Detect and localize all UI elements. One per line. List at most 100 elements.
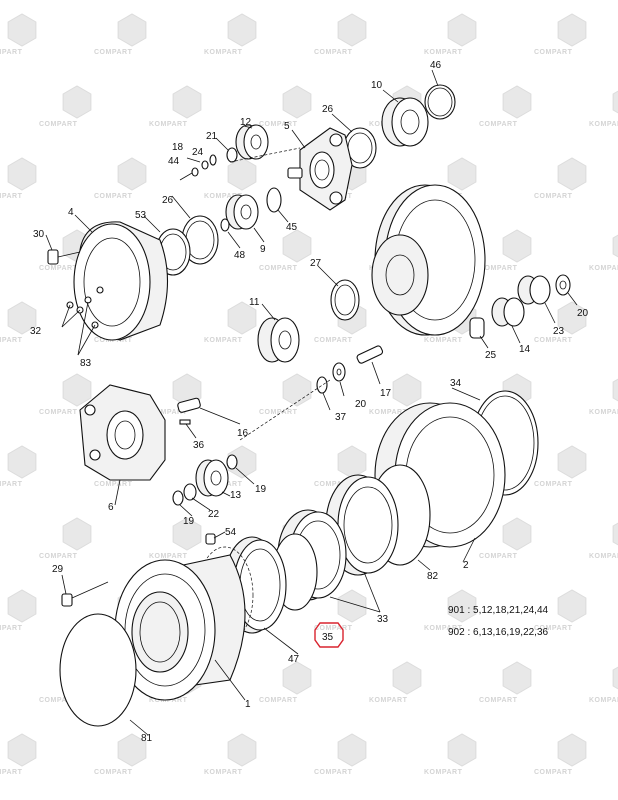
label-81: 81 (141, 733, 153, 744)
watermark-tile: KOMPART (369, 661, 422, 704)
label-29: 29 (52, 564, 64, 575)
svg-text:COMPART: COMPART (314, 625, 353, 632)
label-12: 12 (240, 117, 252, 128)
label-37: 37 (335, 412, 347, 423)
watermark-tile: COMPART (534, 445, 587, 488)
label-26: 26 (322, 104, 334, 115)
watermark-tile: COMPART (479, 661, 532, 704)
svg-text:COMPART: COMPART (259, 697, 298, 704)
part-22-bearing (183, 483, 197, 501)
part-6-carrier (79, 384, 166, 481)
watermark-tile: COMPART (534, 589, 587, 632)
svg-text:COMPART: COMPART (479, 697, 518, 704)
svg-text:COMPART: COMPART (39, 265, 78, 272)
label-18: 18 (172, 142, 184, 153)
label-53: 53 (135, 210, 147, 221)
svg-text:KOMPART: KOMPART (0, 625, 23, 632)
part-20-washer-b (332, 362, 346, 382)
svg-text:KOMPART: KOMPART (589, 553, 618, 560)
watermark-tile: KOMPART (204, 301, 257, 344)
svg-text:KOMPART: KOMPART (204, 337, 243, 344)
note-902: 902 : 6,13,16,19,22,36 (448, 627, 549, 638)
label-19: 19 (255, 484, 267, 495)
svg-text:COMPART: COMPART (39, 409, 78, 416)
watermark-tile: KOMPART (0, 301, 37, 344)
svg-text:KOMPART: KOMPART (424, 337, 463, 344)
watermark-tile: COMPART (39, 85, 92, 128)
svg-text:COMPART: COMPART (39, 121, 78, 128)
label-44: 44 (168, 156, 180, 167)
svg-text:KOMPART: KOMPART (0, 769, 23, 776)
svg-text:COMPART: COMPART (314, 769, 353, 776)
svg-text:COMPART: COMPART (534, 49, 573, 56)
label-54: 54 (225, 527, 237, 538)
label-5: 5 (284, 121, 290, 132)
part-19-ring-a (226, 454, 238, 470)
label-83: 83 (80, 358, 92, 369)
svg-text:COMPART: COMPART (479, 553, 518, 560)
label-30: 30 (33, 229, 45, 240)
label-20b: 20 (355, 399, 367, 410)
svg-text:COMPART: COMPART (534, 481, 573, 488)
svg-text:KOMPART: KOMPART (204, 49, 243, 56)
watermark-tile: COMPART (94, 157, 147, 200)
svg-text:COMPART: COMPART (94, 49, 133, 56)
svg-text:KOMPART: KOMPART (369, 409, 408, 416)
part-19-ring-b (172, 490, 184, 506)
label-26b: 26 (162, 195, 174, 206)
label-16: 16 (237, 428, 249, 439)
label-33: 33 (377, 614, 389, 625)
label-48: 48 (234, 250, 246, 261)
label-10: 10 (371, 80, 383, 91)
part-5-carrier (287, 127, 353, 211)
watermark-tile: KOMPART (589, 666, 618, 704)
svg-text:KOMPART: KOMPART (0, 337, 23, 344)
part-37-ring (316, 376, 328, 394)
callout-labels: 46 10 26 12 5 18 21 44 24 26 53 4 45 48 … (30, 60, 589, 744)
svg-text:COMPART: COMPART (479, 265, 518, 272)
svg-text:COMPART: COMPART (39, 697, 78, 704)
label-24: 24 (192, 147, 204, 158)
watermark-tile: KOMPART (204, 13, 257, 56)
svg-text:KOMPART: KOMPART (589, 121, 618, 128)
part-23-bearing (517, 275, 551, 305)
watermark-tile: COMPART (259, 373, 312, 416)
label-17: 17 (380, 388, 392, 399)
part-30-bolt (47, 249, 81, 265)
part-1-housing (114, 554, 246, 701)
part-13-gear (195, 459, 229, 497)
watermark-tile: KOMPART (149, 85, 202, 128)
label-4: 4 (68, 207, 74, 218)
watermark-tile: KOMPART (204, 733, 257, 776)
watermark-tile: KOMPART (424, 589, 477, 632)
watermark-tile: KOMPART (424, 13, 477, 56)
watermark-tile: KOMPART (369, 373, 422, 416)
label-25: 25 (485, 350, 497, 361)
svg-text:COMPART: COMPART (534, 769, 573, 776)
watermark-tile: COMPART (534, 13, 587, 56)
svg-text:COMPART: COMPART (534, 337, 573, 344)
part-16-pin (177, 397, 201, 413)
label-1: 1 (245, 699, 251, 710)
svg-text:KOMPART: KOMPART (0, 49, 23, 56)
watermark-tile: KOMPART (589, 90, 618, 128)
watermark-tile: COMPART (479, 517, 532, 560)
watermark-tile: COMPART (259, 85, 312, 128)
watermark-tile: KOMPART (589, 234, 618, 272)
watermark-tile: KOMPART (0, 157, 37, 200)
watermark-tile: COMPART (39, 373, 92, 416)
part-46-oring (424, 84, 456, 120)
part-18-pin (201, 160, 209, 170)
watermark-tile: KOMPART (0, 733, 37, 776)
svg-text:COMPART: COMPART (94, 769, 133, 776)
watermark-tile: COMPART (259, 229, 312, 272)
svg-text:KOMPART: KOMPART (589, 697, 618, 704)
svg-text:KOMPART: KOMPART (424, 49, 463, 56)
label-34: 34 (450, 378, 462, 389)
part-housing-right (371, 184, 486, 336)
label-23: 23 (553, 326, 565, 337)
svg-text:COMPART: COMPART (259, 409, 298, 416)
svg-text:KOMPART: KOMPART (424, 625, 463, 632)
svg-text:KOMPART: KOMPART (589, 265, 618, 272)
part-81-oring (59, 613, 137, 727)
